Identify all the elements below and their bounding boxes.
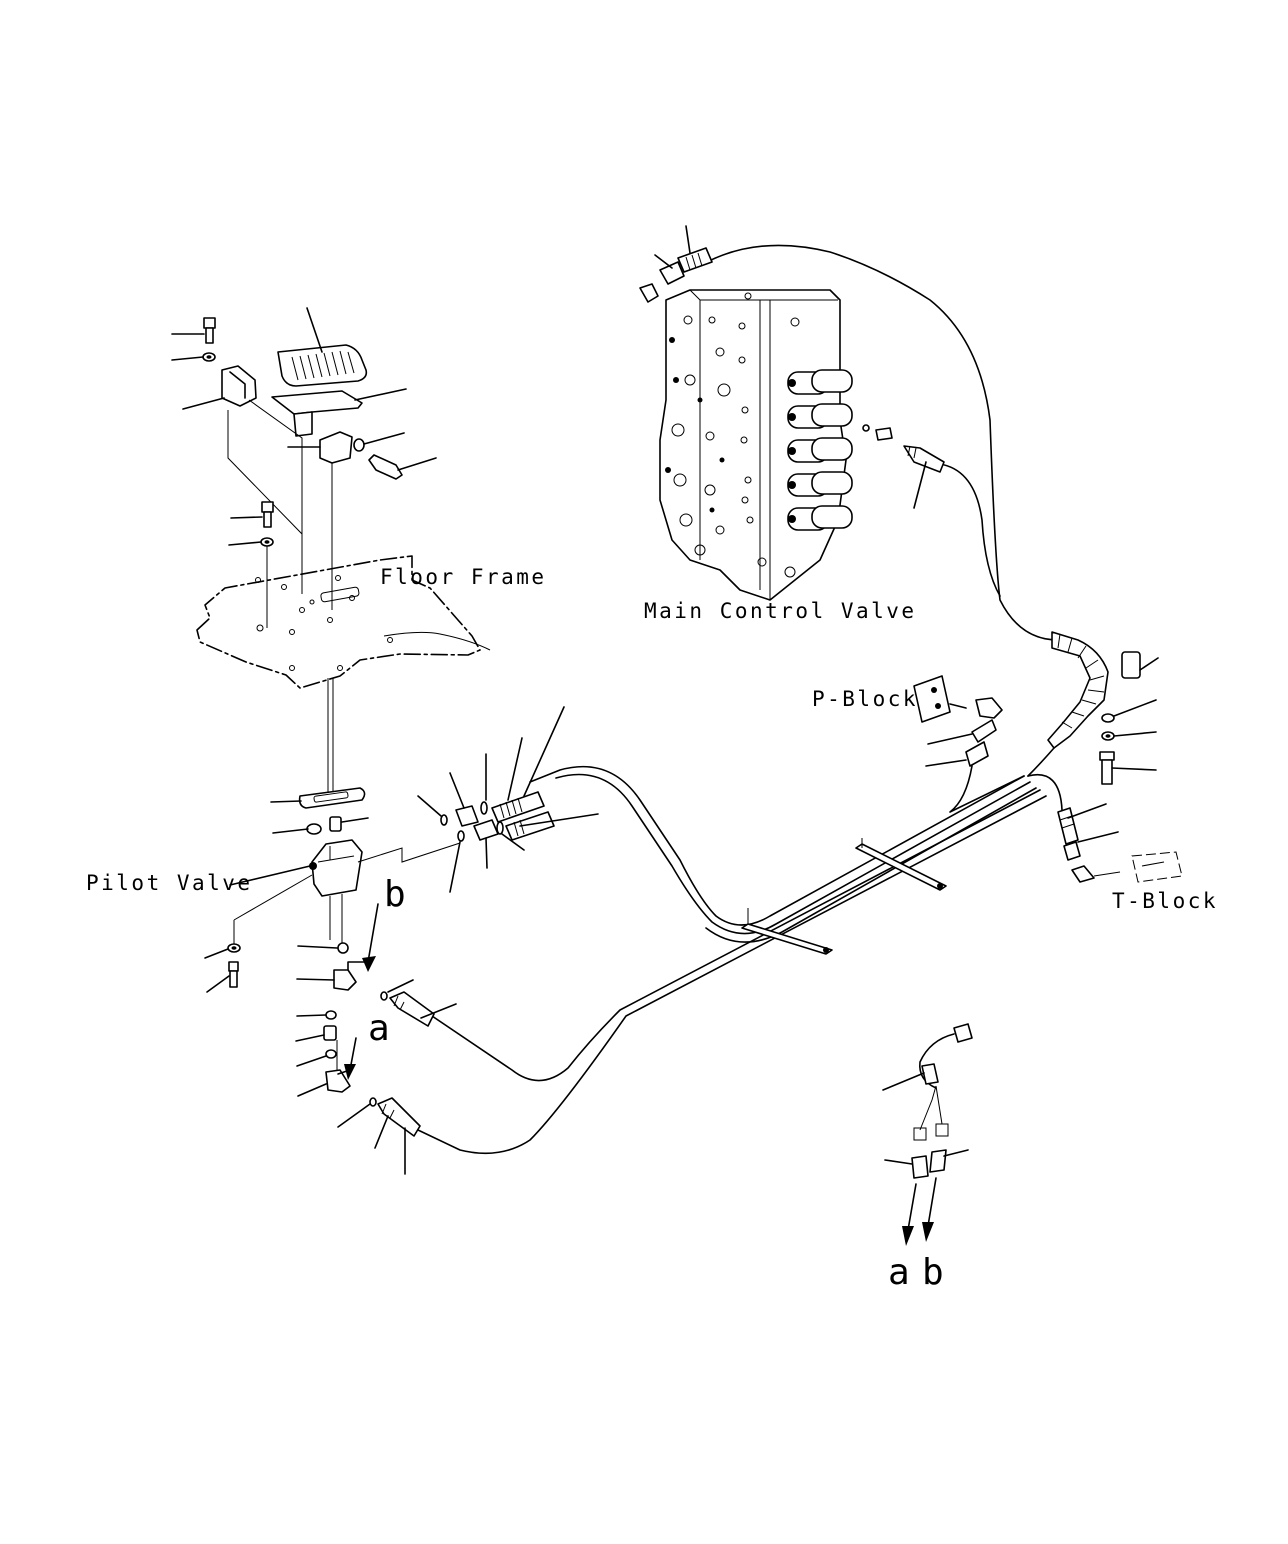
- pilot-valve-assembly: Pilot Valve: [86, 787, 461, 1097]
- pressure-switch-harness: a b: [882, 1023, 973, 1293]
- port-a-lower-label: a: [888, 1252, 910, 1293]
- main-control-valve: Main Control Valve: [639, 225, 945, 623]
- main-control-valve-label: Main Control Valve: [644, 599, 917, 623]
- t-block-label: T-Block: [1112, 889, 1218, 913]
- floor-frame-label: Floor Frame: [380, 565, 547, 589]
- port-b-upper-label: b: [384, 874, 406, 915]
- lower-fittings: b a: [337, 874, 457, 1175]
- pilot-line-fittings: [417, 706, 599, 893]
- p-block: P-Block: [812, 675, 1003, 767]
- port-b-lower-label: b: [922, 1252, 944, 1293]
- hose-routing: [417, 244, 1109, 1155]
- port-a-upper-label: a: [368, 1008, 390, 1049]
- floor-frame: Floor Frame: [196, 555, 547, 689]
- pilot-valve-label: Pilot Valve: [86, 871, 253, 895]
- p-block-label: P-Block: [812, 687, 918, 711]
- right-side-parts: T-Block: [1057, 651, 1218, 913]
- pedal-assembly: [171, 307, 437, 628]
